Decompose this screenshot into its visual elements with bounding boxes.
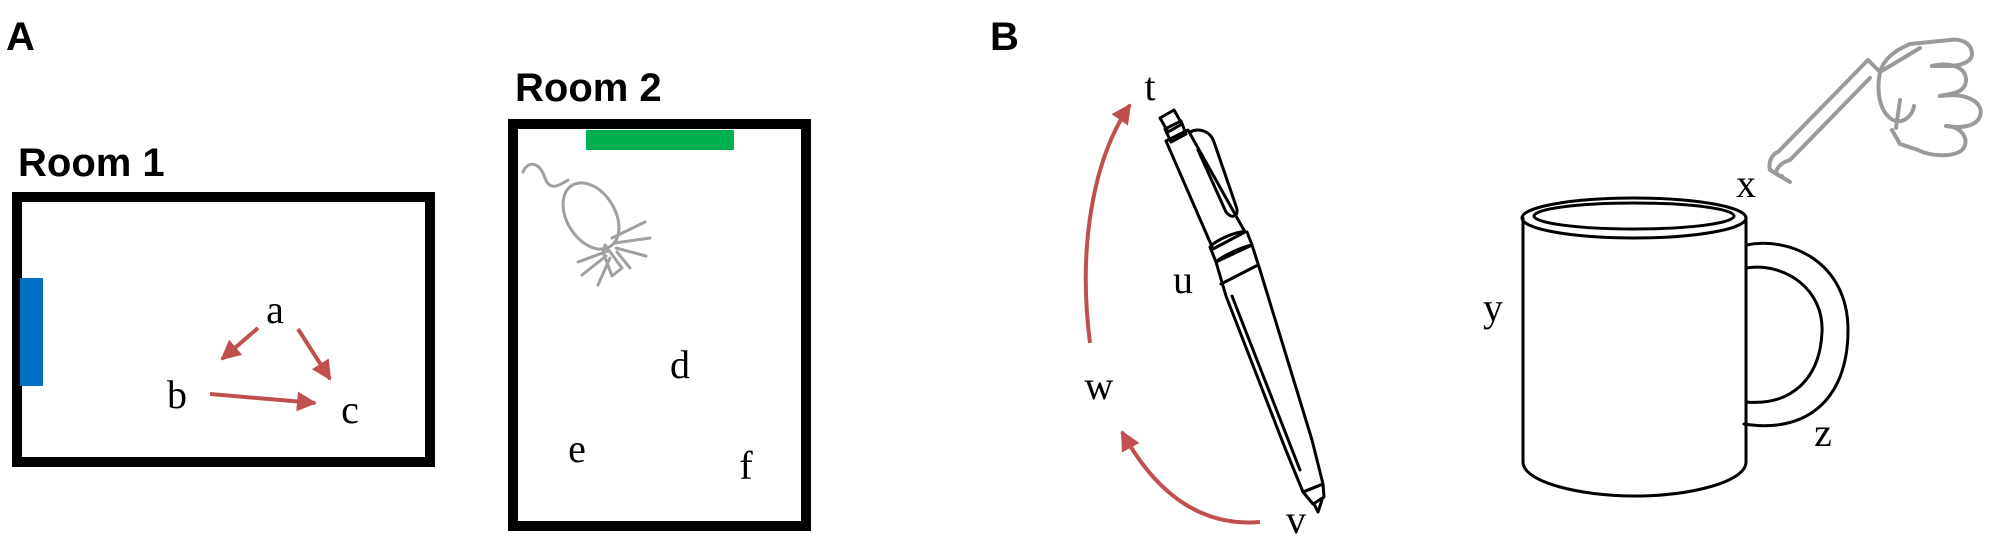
room-1-point-c: c [341,387,359,432]
arrow-v-to-w [1120,430,1261,525]
arrow-a-to-c [296,327,332,381]
panel-label-a: A [6,15,35,59]
mug-point-z: z [1814,410,1832,455]
pen-point-t: t [1144,64,1155,109]
room-2-point-f: f [739,443,753,488]
room-2-point-e: e [568,426,586,471]
room-1-door [20,278,43,386]
pen-point-v: v [1286,497,1306,541]
arrow-w-to-t [1083,103,1132,344]
spider-icon [521,162,652,287]
room-1-point-b: b [167,372,187,417]
room-1-title: Room 1 [18,141,165,185]
mug-point-y: y [1483,285,1503,330]
arrow-a-to-b [220,326,260,361]
room-2-door [586,130,734,150]
panel-label-b: B [990,15,1019,59]
mug: x y z [1483,37,1983,498]
room-1: Room 1 a b c [12,141,435,467]
arrow-b-to-c [209,391,317,412]
room-2-walls [508,119,811,531]
pen-icon [1158,108,1326,514]
room-1-walls [12,192,435,467]
room-2: Room 2 d e f [508,66,811,531]
pen-point-w: w [1085,363,1114,408]
mug-icon [1520,196,1850,498]
pen: t u w v [1083,64,1326,541]
pointing-hand-icon [1767,37,1983,184]
room-1-point-a: a [266,287,284,332]
room-2-title: Room 2 [515,66,662,110]
room-2-point-d: d [670,342,690,387]
pen-point-u: u [1173,257,1193,302]
mug-point-x: x [1736,161,1756,206]
